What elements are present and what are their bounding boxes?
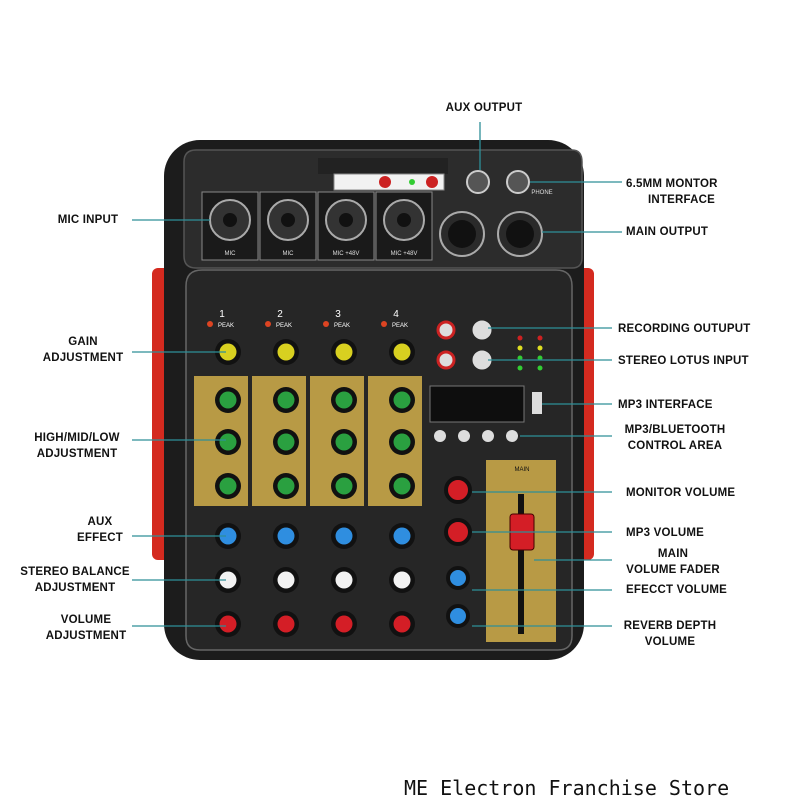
mp3-play-button[interactable] [458,430,470,442]
low-knob-ch3[interactable] [335,477,353,495]
label-recording-output: RECORDING OUTUPUT [618,323,751,335]
aux-eff-knob-ch4[interactable] [393,527,411,545]
gain-knob-ch4[interactable] [393,343,411,361]
low-knob-ch4[interactable] [393,477,411,495]
mp3-prev-button[interactable] [482,430,494,442]
peak-label-ch4: PEAK [392,323,408,329]
peak-label-ch1: PEAK [218,323,234,329]
phone-volume-knob[interactable] [444,476,472,504]
mic-jacks [201,191,433,261]
aux-eff-knob-ch3[interactable] [335,527,353,545]
mp3-next-button[interactable] [506,430,518,442]
mic-jack-label-4: MIC +48V [391,251,418,257]
mic-jack-label-2: MIC [283,251,295,257]
channel-number-4: 4 [393,309,399,320]
label-effect-volume: EFECCT VOLUME [626,584,727,596]
grille [318,158,448,174]
mid-knob-ch1[interactable] [219,433,237,451]
delay-volume-knob[interactable] [446,566,470,590]
aux-eff-knob-ch2[interactable] [277,527,295,545]
peak-led-ch3 [323,321,329,327]
level-knob-ch1[interactable] [219,615,237,633]
tape-in-left[interactable] [436,350,456,370]
level-knob-ch4[interactable] [393,615,411,633]
pan-knob-ch3[interactable] [335,571,353,589]
mid-knob-ch2[interactable] [277,433,295,451]
phantom-48v-switch[interactable] [379,176,391,188]
pan-knob-ch1[interactable] [219,571,237,589]
gain-knob-ch2[interactable] [277,343,295,361]
label-stereo-lotus-input: STEREO LOTUS INPUT [618,355,749,367]
peak-label-ch3: PEAK [334,323,350,329]
high-knob-ch1[interactable] [219,391,237,409]
mp3-display [429,385,525,423]
repeat-volume-knob[interactable] [446,604,470,628]
main-section-label: MAIN [515,467,530,473]
gain-knob-ch3[interactable] [335,343,353,361]
mp3-volume-knob[interactable] [444,518,472,546]
gain-knob-ch1[interactable] [219,343,237,361]
peak-led-ch2 [265,321,271,327]
rec-out-left[interactable] [436,320,456,340]
peak-led-ch1 [207,321,213,327]
mid-knob-ch3[interactable] [335,433,353,451]
mp3-mode-button[interactable] [434,430,446,442]
channel-number-1: 1 [219,309,225,320]
power-switch[interactable] [426,176,438,188]
fader-track [518,494,524,634]
phone-jack-label: PHONE [531,190,552,196]
high-knob-ch3[interactable] [335,391,353,409]
low-knob-ch1[interactable] [219,477,237,495]
level-knob-ch2[interactable] [277,615,295,633]
phone-jack[interactable] [506,170,530,194]
aux-jack[interactable] [466,170,490,194]
mic-jack-label-3: MIC +48V [333,251,360,257]
high-knob-ch2[interactable] [277,391,295,409]
high-knob-ch4[interactable] [393,391,411,409]
peak-led-ch4 [381,321,387,327]
label-monitor-volume: MONITOR VOLUME [626,487,736,499]
channel-number-3: 3 [335,309,341,320]
store-watermark: ME Electron Franchise Store [404,776,730,800]
label-aux-output: AUX OUTPUT [445,102,523,114]
level-meter [517,335,543,371]
label-mp3-interface: MP3 INTERFACE [618,399,713,411]
main-output-right-inner [506,220,534,248]
label-mic-input: MIC INPUT [57,214,119,226]
pan-knob-ch4[interactable] [393,571,411,589]
level-knob-ch3[interactable] [335,615,353,633]
aux-eff-knob-ch1[interactable] [219,527,237,545]
usb-slot[interactable] [532,392,542,414]
main-output-left-inner [448,220,476,248]
low-knob-ch2[interactable] [277,477,295,495]
peak-label-ch2: PEAK [276,323,292,329]
mid-knob-ch4[interactable] [393,433,411,451]
power-led-icon [409,179,415,185]
channel-number-2: 2 [277,309,283,320]
pan-knob-ch2[interactable] [277,571,295,589]
channel-knobs: PEAK PEAK PEAK PEAK [207,321,415,637]
mic-jack-label-1: MIC [225,251,237,257]
tape-in-right[interactable] [472,350,492,370]
rec-out-right[interactable] [472,320,492,340]
label-mp3-volume: MP3 VOLUME [626,527,705,539]
label-main-output: MAIN OUTPUT [626,226,709,238]
leader-lines [132,122,622,627]
